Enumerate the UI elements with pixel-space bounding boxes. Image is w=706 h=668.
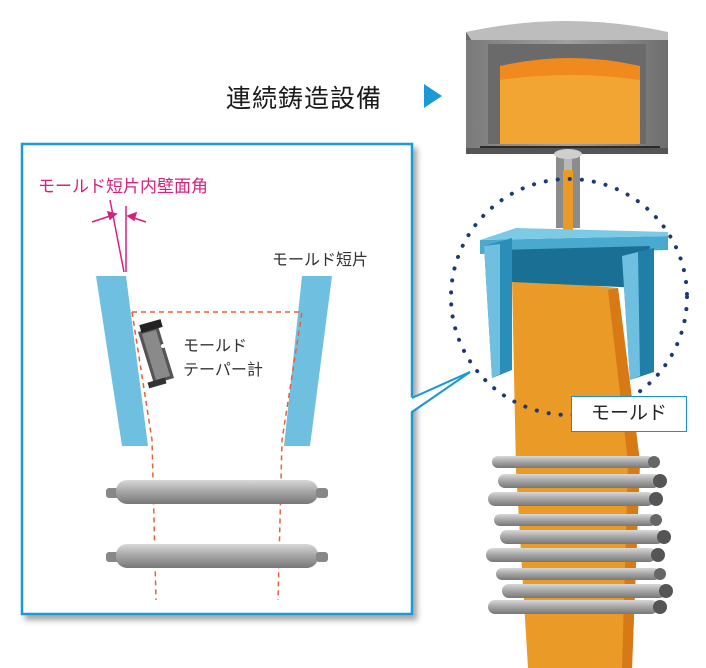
mold-callout: モールド [571, 396, 687, 432]
title-arrow-icon [424, 84, 442, 108]
angle-label: モールド短片内壁面角 [38, 177, 208, 197]
ladle [466, 21, 668, 154]
taper-meter-label-line1: モールド [183, 336, 248, 355]
short-side-label: モールド短片 [272, 250, 369, 269]
diagram-title: 連続鋳造設備 [226, 84, 383, 113]
mold-highlight-circle [449, 177, 689, 417]
mold-short-side-right [284, 276, 332, 446]
mold-short-side-left [96, 276, 148, 446]
guide-rolls [486, 456, 673, 614]
mold-assembly [480, 228, 668, 380]
inset-panel [20, 142, 471, 616]
inset-rolls [106, 480, 328, 568]
taper-meter-label-line2: テーパー計 [183, 360, 263, 379]
mold-taper-meter [138, 319, 174, 389]
angle-indicator [91, 199, 147, 273]
